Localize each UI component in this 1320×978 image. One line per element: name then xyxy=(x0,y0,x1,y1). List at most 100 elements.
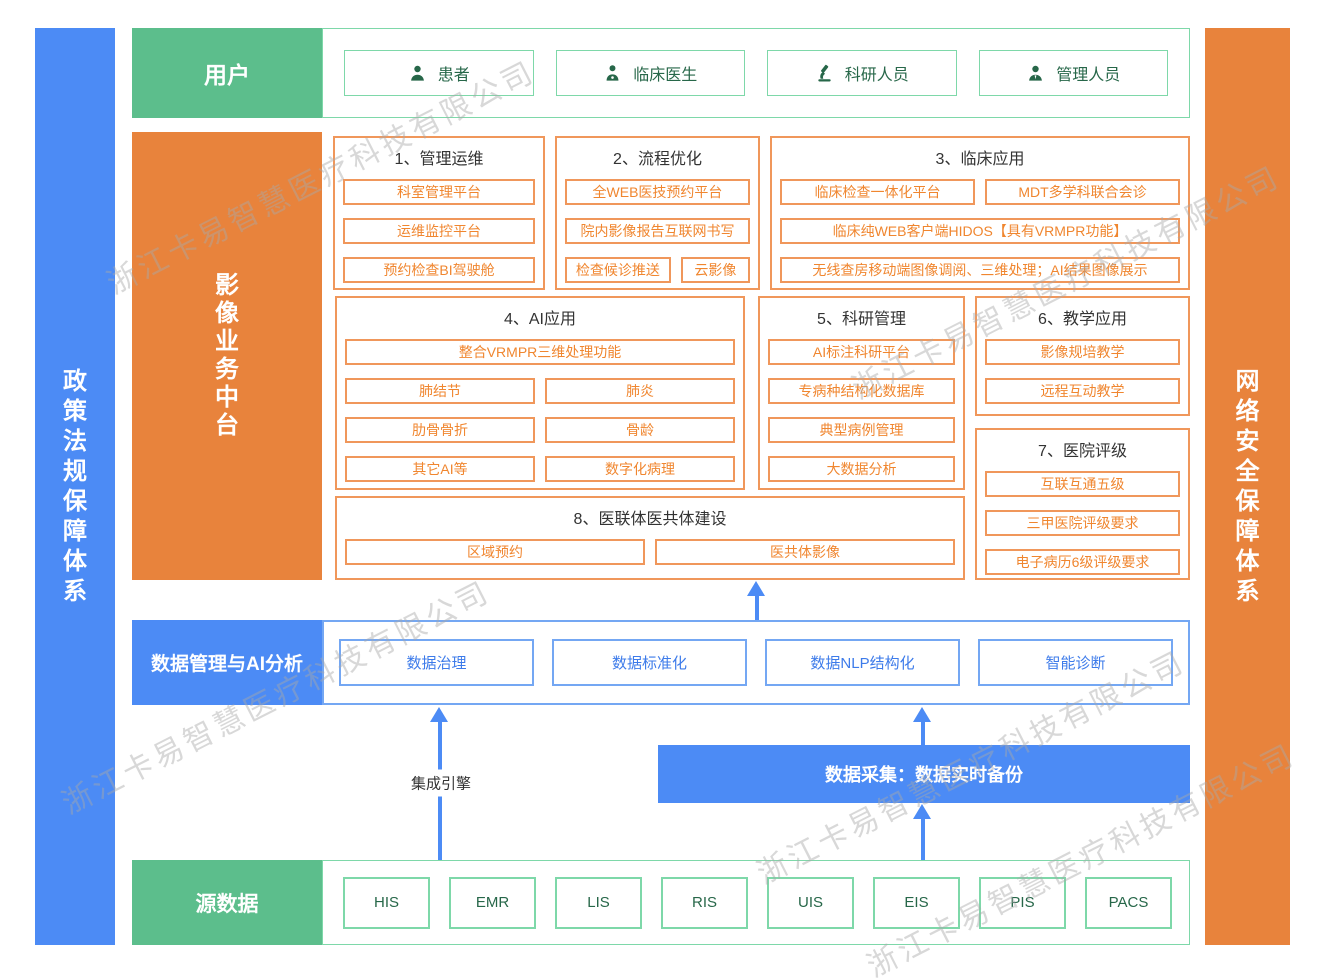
platform-item: 影像规培教学 xyxy=(985,339,1180,365)
section-process-optimization: 2、流程优化全WEB医技预约平台院内影像报告互联网书写检查候诊推送云影像 xyxy=(555,136,760,290)
vertical-char: 系 xyxy=(1235,577,1260,605)
section-title: 4、AI应用 xyxy=(503,311,577,328)
section-medical-alliance: 8、医联体医共体建设区域预约医共体影像 xyxy=(335,496,965,580)
section-title: 3、临床应用 xyxy=(935,151,1025,168)
source-system-item: PACS xyxy=(1085,876,1172,929)
section-management-ops: 1、管理运维科室管理平台运维监控平台预约检查BI驾驶舱 xyxy=(333,136,545,290)
section-row: 无线查房移动端图像调阅、三维处理；AI结果图像展示 xyxy=(780,257,1180,283)
data-mgmt-item: 数据标准化 xyxy=(552,639,747,686)
platform-item: 区域预约 xyxy=(345,539,645,565)
platform-item: 临床检查一体化平台 xyxy=(780,179,975,205)
vertical-char: 影 xyxy=(215,272,239,299)
section-title: 6、教学应用 xyxy=(1038,311,1127,328)
user-item: 管理人员 xyxy=(978,50,1168,96)
section-row: 检查候诊推送云影像 xyxy=(565,257,750,283)
vertical-char: 障 xyxy=(63,517,87,545)
imaging-platform-label: 影像业务中台 xyxy=(132,132,322,580)
vertical-char: 系 xyxy=(63,577,87,605)
section-row: 肋骨骨折骨龄 xyxy=(345,417,735,443)
section-row: 电子病历6级评级要求 xyxy=(985,549,1180,575)
users-row: 患者 临床医生 科研人员 管理人员 xyxy=(322,28,1190,118)
section-row: 影像规培教学 xyxy=(985,339,1180,365)
data-collection-box: 数据采集：数据实时备份 xyxy=(658,745,1190,803)
section-row: 远程互动教学 xyxy=(985,378,1180,404)
user-item-label: 临床医生 xyxy=(633,67,698,84)
integration-engine-label: 集成引擎 xyxy=(401,769,481,797)
platform-item: 骨龄 xyxy=(545,417,735,443)
section-row: 整合VRMPR三维处理功能 xyxy=(345,339,735,365)
section-research-management: 5、科研管理 AI标注科研平台专病种结构化数据库典型病例管理大数据分析 xyxy=(758,296,965,490)
section-row: 典型病例管理 xyxy=(768,417,955,443)
platform-item: 数字化病理 xyxy=(545,456,735,482)
section-row: 区域预约医共体影像 xyxy=(345,539,955,565)
user-item-label: 科研人员 xyxy=(844,67,909,84)
platform-item: 检查候诊推送 xyxy=(565,257,671,283)
user-item-label: 患者 xyxy=(437,67,470,84)
source-system-item: HIS xyxy=(343,876,430,929)
source-system-item: RIS xyxy=(661,876,748,929)
vertical-char: 台 xyxy=(215,412,239,439)
doctor-icon xyxy=(603,64,622,83)
vertical-char: 政 xyxy=(63,367,87,395)
platform-item: 专病种结构化数据库 xyxy=(768,378,955,404)
microscope-icon xyxy=(815,64,834,83)
platform-item: MDT多学科联合会诊 xyxy=(985,179,1180,205)
user-item: 患者 xyxy=(344,50,534,96)
section-title: 8、医联体医共体建设 xyxy=(573,511,727,528)
source-data-label: 源数据 xyxy=(132,860,322,945)
arrow-up-icon xyxy=(913,707,931,722)
platform-item: 全WEB医技预约平台 xyxy=(565,179,750,205)
section-title: 5、科研管理 xyxy=(817,311,906,328)
vertical-char: 体 xyxy=(63,547,87,575)
vertical-char: 规 xyxy=(63,457,87,485)
platform-item: 临床纯WEB客户端HIDOS【具有VRMPR功能】 xyxy=(780,218,1180,244)
users-row-label: 用户 xyxy=(132,28,322,118)
platform-item: 大数据分析 xyxy=(768,456,955,482)
arrow-line xyxy=(921,817,925,860)
vertical-char: 体 xyxy=(1235,547,1260,575)
section-row: 预约检查BI驾驶舱 xyxy=(343,257,535,283)
platform-item: 互联互通五级 xyxy=(985,471,1180,497)
data-mgmt-item: 智能诊断 xyxy=(978,639,1173,686)
vertical-char: 障 xyxy=(1235,517,1260,545)
data-mgmt-item: 数据治理 xyxy=(339,639,534,686)
section-row: 院内影像报告互联网书写 xyxy=(565,218,750,244)
section-title: 2、流程优化 xyxy=(613,151,702,168)
platform-item: AI标注科研平台 xyxy=(768,339,955,365)
platform-item: 肋骨骨折 xyxy=(345,417,535,443)
platform-item: 院内影像报告互联网书写 xyxy=(565,218,750,244)
vertical-char: 安 xyxy=(1235,427,1260,455)
source-system-item: LIS xyxy=(555,876,642,929)
arrow-line xyxy=(921,720,925,745)
platform-item: 科室管理平台 xyxy=(343,179,535,205)
source-system-item: EMR xyxy=(449,876,536,929)
user-item-label: 管理人员 xyxy=(1056,67,1121,84)
platform-item: 预约检查BI驾驶舱 xyxy=(343,257,535,283)
platform-item: 无线查房移动端图像调阅、三维处理；AI结果图像展示 xyxy=(780,257,1180,283)
data-mgmt-row: 数据治理数据标准化数据NLP结构化智能诊断 xyxy=(322,620,1190,705)
arrow-line xyxy=(755,594,759,620)
vertical-char: 像 xyxy=(215,300,239,327)
platform-item: 医共体影像 xyxy=(655,539,955,565)
section-ai-application: 4、AI应用整合VRMPR三维处理功能肺结节肺炎肋骨骨折骨龄其它AI等数字化病理 xyxy=(335,296,745,490)
vertical-char: 策 xyxy=(63,397,87,425)
section-row: 互联互通五级 xyxy=(985,471,1180,497)
vertical-char: 络 xyxy=(1235,397,1260,425)
platform-item: 典型病例管理 xyxy=(768,417,955,443)
vertical-char: 全 xyxy=(1235,457,1260,485)
network-security-bar: 网络安全保障体系 xyxy=(1205,28,1290,945)
user-item: 科研人员 xyxy=(767,50,957,96)
vertical-char: 保 xyxy=(1235,487,1260,515)
section-row: 三甲医院评级要求 xyxy=(985,510,1180,536)
data-mgmt-item: 数据NLP结构化 xyxy=(765,639,960,686)
platform-item: 云影像 xyxy=(680,257,750,283)
section-hospital-rating: 7、医院评级互联互通五级三甲医院评级要求电子病历6级评级要求 xyxy=(975,428,1190,580)
platform-item: 其它AI等 xyxy=(345,456,535,482)
vertical-char: 保 xyxy=(63,487,87,515)
platform-item: 肺炎 xyxy=(545,378,735,404)
arrow-up-icon xyxy=(430,707,448,722)
section-row: 其它AI等数字化病理 xyxy=(345,456,735,482)
section-row: 科室管理平台 xyxy=(343,179,535,205)
